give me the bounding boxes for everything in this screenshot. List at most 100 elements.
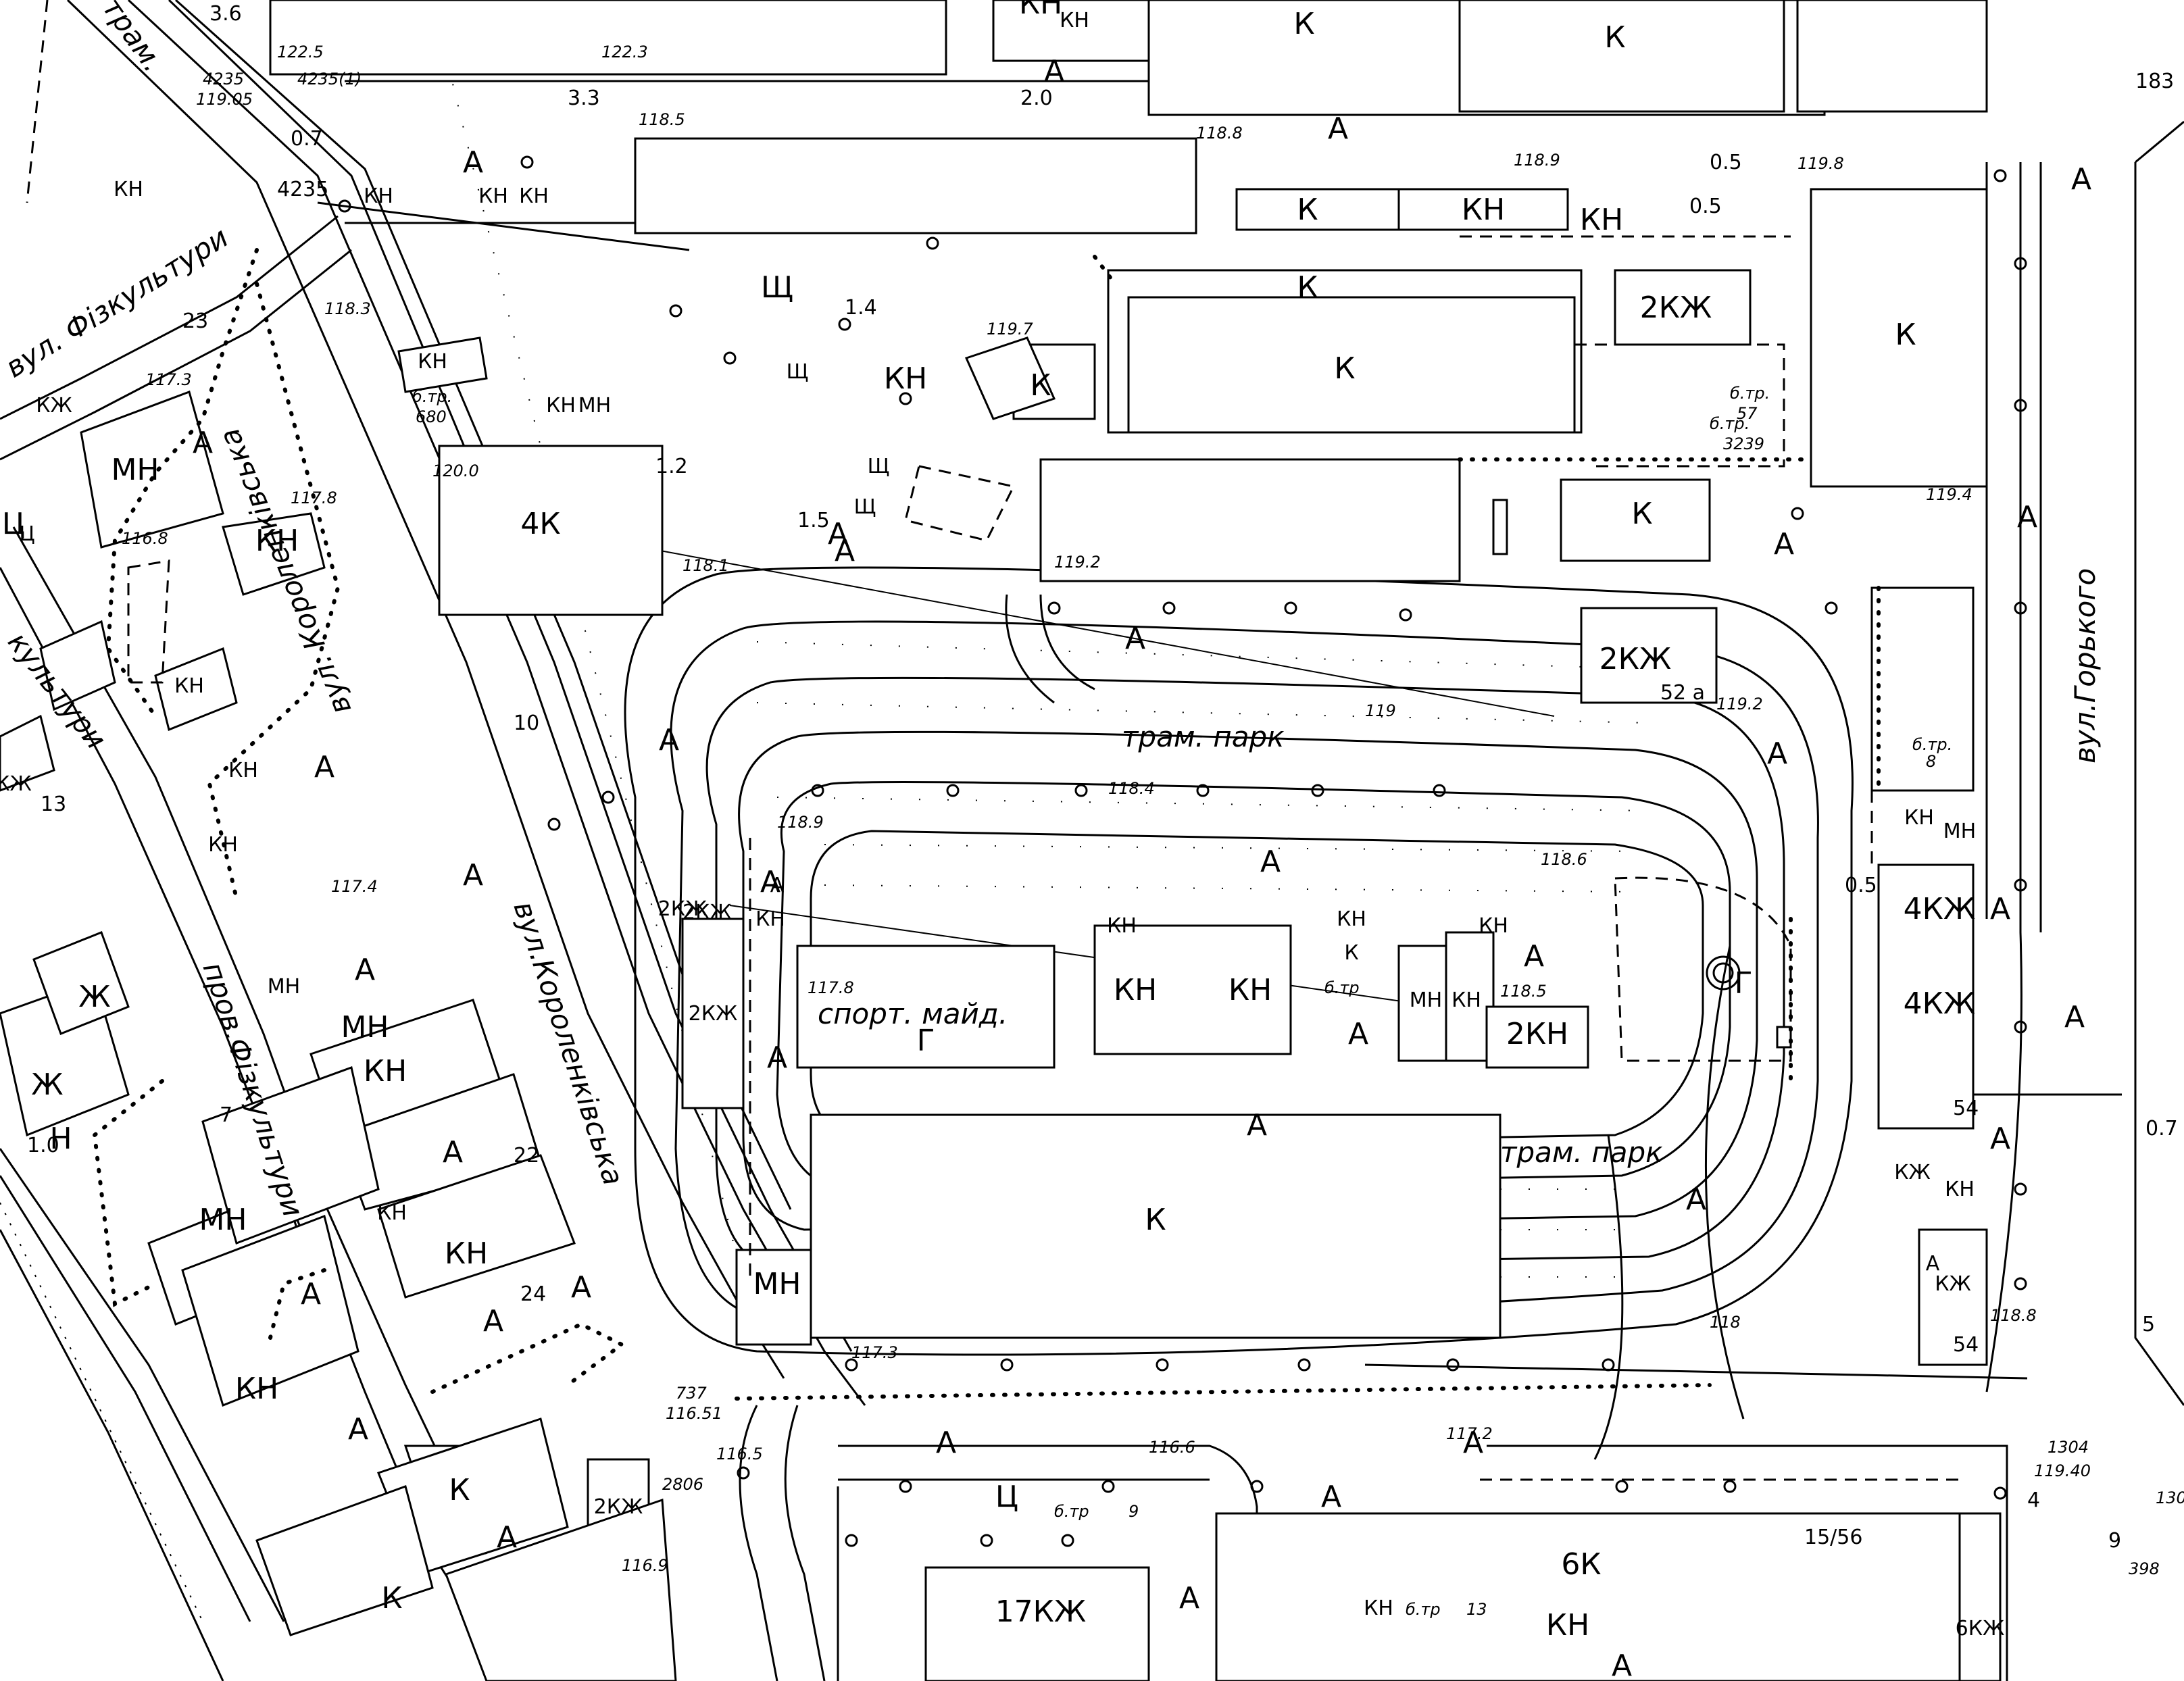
b_kzh_r2: КЖ [1935,1272,1971,1296]
a25: А [1179,1581,1199,1615]
b_n_w: Н [49,1122,72,1156]
n_36: 3.6 [209,2,242,26]
b_kn_s3: КН [1337,907,1366,931]
n_3239: 3239 [1723,434,1764,453]
n_05b: 0.5 [1689,195,1722,218]
b_2kzh_left: 2КЖ [689,1002,738,1026]
n_btr13: б.тр [1406,1600,1441,1619]
n_btr680: б.тр. [412,387,452,406]
a28: А [1990,892,2010,926]
b_shch3: Щ [868,455,890,478]
dashed-boundaries [26,0,1960,1481]
utility-markers [338,155,2027,1547]
ts_l: Ц [2,507,25,541]
n_1225: 122.5 [277,43,324,61]
n_4235b: 4235 [277,178,328,201]
a20: А [348,1412,368,1447]
n_07b: 0.7 [2145,1117,2178,1140]
b_4kzh: 4КЖ [1904,892,1976,926]
b_zh_w: Ж [78,980,110,1014]
b_kn_r: КН [1945,1178,1975,1201]
b_kn_kn: КН [1107,914,1137,938]
b_2kzh_label: 2КЖ [658,897,708,921]
a38: А [1463,1426,1483,1460]
n_1165: 116.5 [716,1445,763,1463]
b_kn_w: КН [546,394,576,418]
b_k_r_small: К [1344,941,1358,965]
a9: А [1767,736,1787,771]
n_1192b: 119.2 [1716,695,1763,713]
n_1183: 118.3 [324,299,371,318]
n_1169: 116.9 [622,1556,668,1575]
n_1188b: 118.8 [1990,1306,2037,1325]
n_4: 4 [2027,1488,2040,1512]
n_54b: 54 [1953,1333,1979,1357]
n_10b: 1.0 [27,1134,59,1157]
b_kn_r2: КН [1904,806,1934,830]
g2: Г [1735,966,1753,1001]
zone-tram-park-1: трам. парк [1122,720,1285,753]
a23: А [497,1520,517,1555]
n_1178b: 117.8 [808,978,854,997]
b_k_center2: К [1334,351,1355,386]
a4: А [193,426,213,460]
n_10: 10 [514,711,539,735]
n_07: 0.7 [291,127,323,151]
b_ts2: Ц [19,522,34,546]
b_kn_w4: КН [364,1054,407,1088]
n_1185b: 118.5 [1500,982,1547,1001]
n_12: 1.2 [655,455,688,478]
n_1168: 116.8 [122,529,168,548]
n_57: 57 [1737,404,1758,423]
n_1556: 15/56 [1804,1526,1862,1549]
a7: А [1125,622,1145,656]
a31: А [770,874,785,897]
b_kn_w9: КН [377,1201,407,1225]
a22: А [1321,1480,1341,1514]
a19: А [483,1304,503,1338]
n_14: 1.4 [845,296,877,320]
n_1198: 119.8 [1797,154,1844,173]
n_9b: 9 [2108,1529,2121,1553]
a11: А [1260,845,1281,879]
b_mn_r: МН [1943,820,1976,843]
a34: А [828,517,848,551]
n_33: 3.3 [568,86,600,110]
n_5: 5 [2142,1313,2155,1336]
b_k_top1: К [1293,7,1314,41]
b_k_big: К [1145,1203,1166,1237]
a17: А [1686,1182,1706,1217]
b_kn_hall2: КН [1228,973,1272,1007]
b_17kzh: 17КЖ [995,1595,1087,1629]
a15: А [1348,1017,1368,1051]
b_kn_row2: КН [1580,203,1623,237]
b_kn_w8: КН [235,1372,278,1406]
n_1181: 118.1 [682,556,729,575]
n_22: 22 [514,1144,539,1168]
b_2kzh_s: 2КЖ [594,1495,643,1519]
b_kn_row1: КН [1462,193,1505,227]
b_kh_w: КН [114,178,143,201]
a35: А [1926,1252,1940,1276]
b_kn_w2: КН [255,524,299,558]
n_24: 24 [520,1282,546,1306]
n_1174: 117.4 [331,877,378,896]
a8: А [659,723,679,757]
a21: А [936,1426,956,1460]
n_05: 0.5 [1710,151,1742,174]
b_4kzh2: 4КЖ [1904,986,1976,1021]
b_kzh_r: КЖ [1894,1161,1931,1184]
n_1223: 122.3 [601,43,648,61]
a16: А [443,1135,463,1170]
b_4k: 4К [520,507,560,541]
a10: А [314,750,334,784]
n_15: 1.5 [797,509,830,532]
b_mn_w3: МН [199,1203,247,1237]
n_1178: 117.8 [291,488,337,507]
n_398: 398 [2129,1559,2160,1578]
n_8: 8 [1926,752,1936,771]
n_737: 737 [676,1384,708,1403]
b_52a: 52 а [1660,681,1705,705]
b_kn_hall: КН [1114,973,1157,1007]
